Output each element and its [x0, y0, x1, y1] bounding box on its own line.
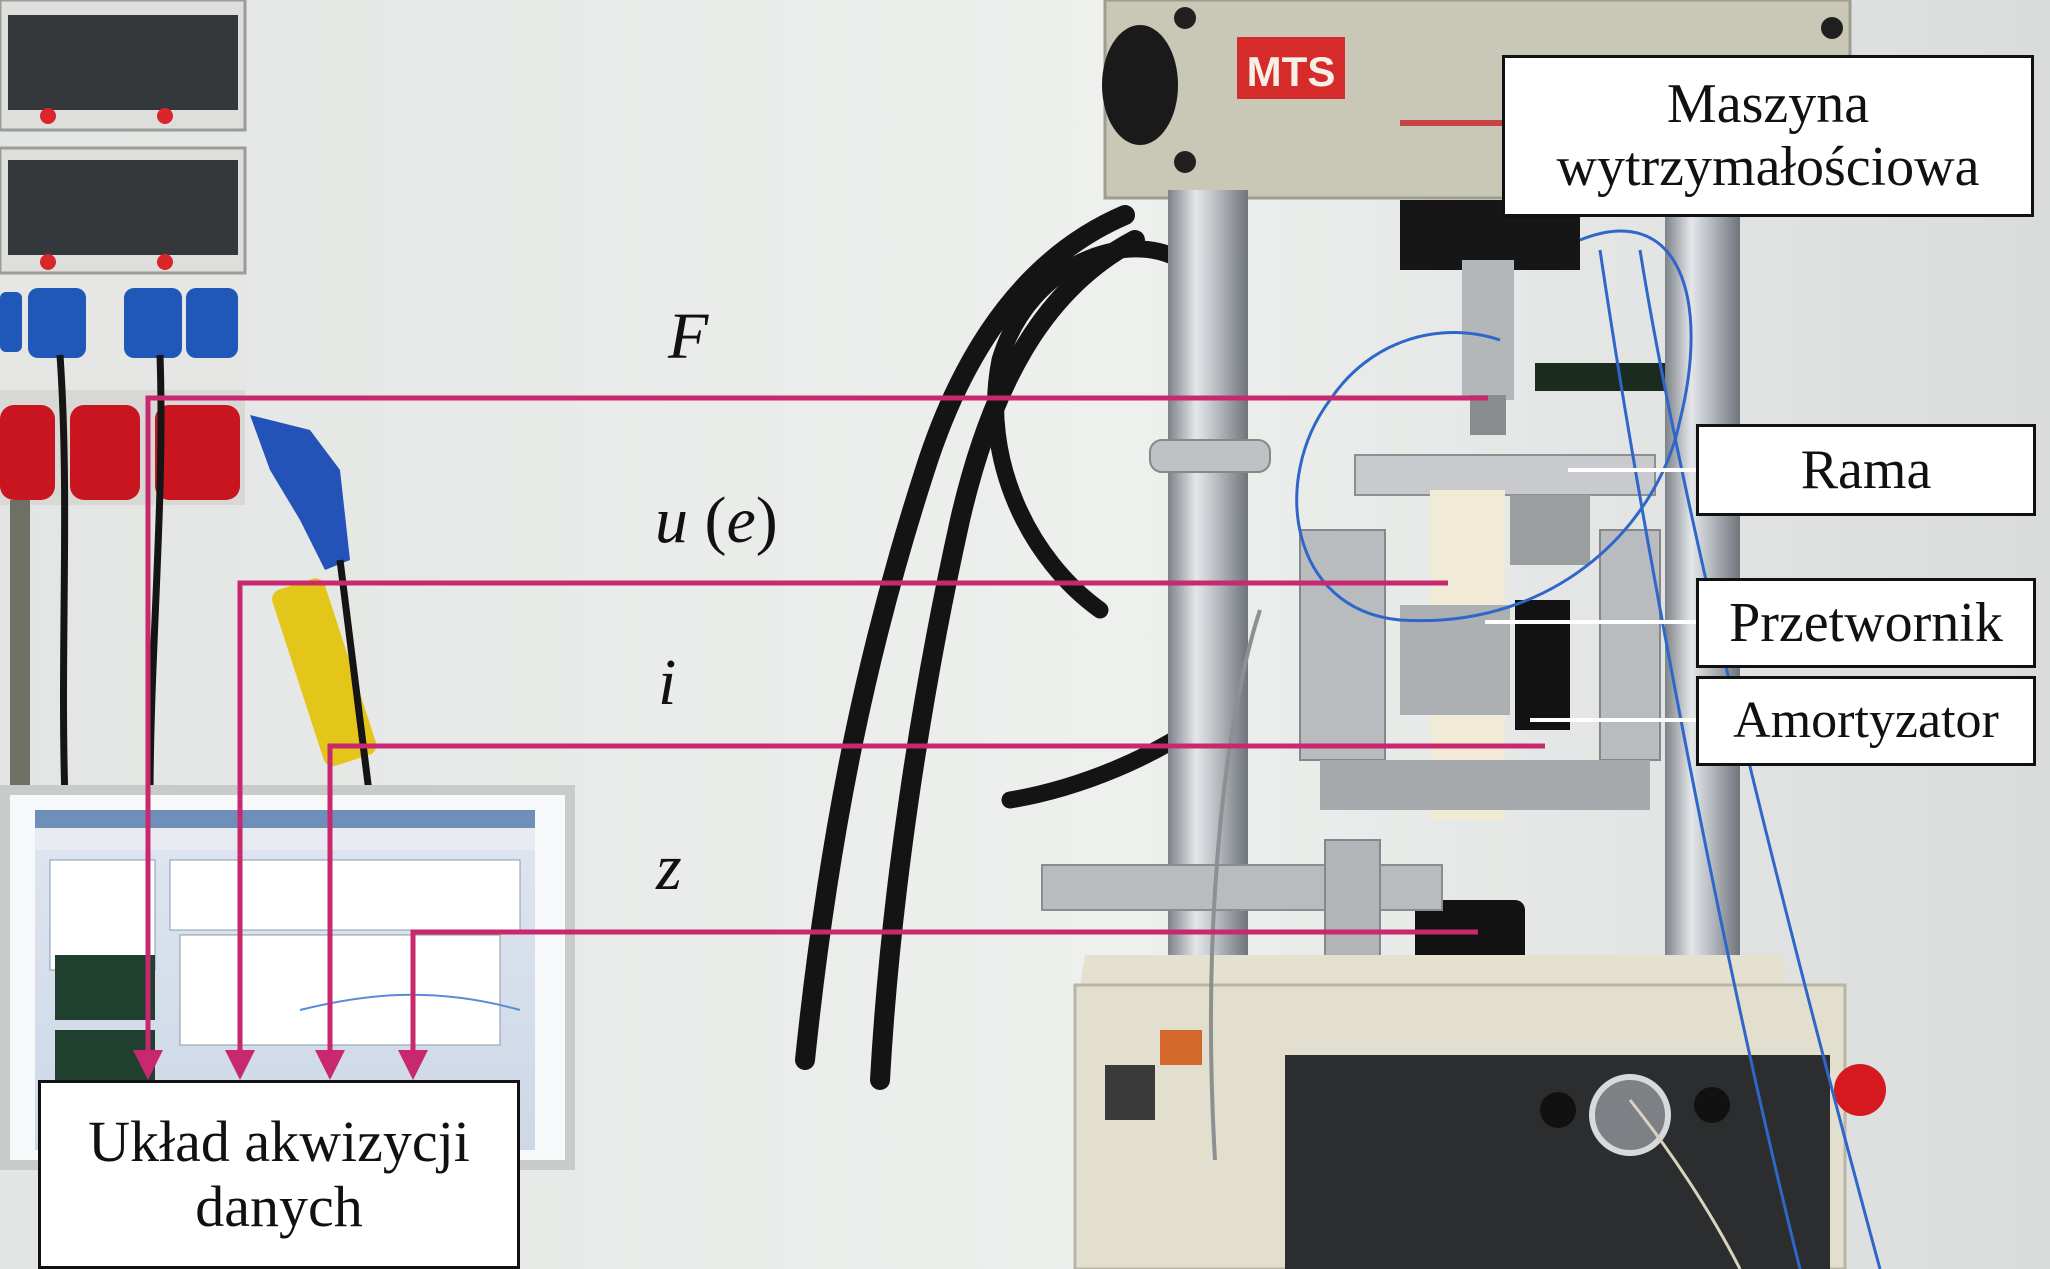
- signal-lines: [145, 395, 1545, 1065]
- displacement-signal-label: u (e): [655, 488, 778, 554]
- data-acquisition-label: Układ akwizycji danych: [38, 1080, 520, 1269]
- testing-machine-label-line-2: wytrzymałościowa: [1556, 136, 1980, 198]
- displacement-symbol: u: [655, 484, 688, 557]
- position-signal-label: z: [656, 835, 682, 901]
- transducer-label: Przetwornik: [1696, 578, 2036, 668]
- current-signal-line: [327, 743, 1545, 1065]
- current-signal-label: i: [658, 650, 676, 716]
- damper-label-text: Amortyzator: [1733, 691, 1999, 749]
- data-acquisition-label-line-1: Układ akwizycji: [88, 1108, 470, 1174]
- displacement-paren-close: ): [755, 484, 778, 557]
- frame-label: Rama: [1696, 424, 2036, 516]
- mts-logo-text: MTS: [1247, 48, 1336, 95]
- displacement-paren-open: (: [704, 484, 727, 557]
- mts-logo-badge: [1237, 37, 1345, 99]
- displacement-arrowhead: [225, 1050, 255, 1080]
- displacement-alt-symbol: e: [726, 484, 756, 557]
- force-arrowhead: [133, 1050, 163, 1080]
- transducer-label-text: Przetwornik: [1729, 591, 2003, 654]
- frame-label-text: Rama: [1800, 438, 1932, 501]
- force-signal-label: F: [668, 304, 708, 370]
- position-symbol: z: [656, 831, 682, 904]
- position-signal-line: [410, 929, 1478, 1065]
- testing-machine-label: Maszyna wytrzymałościowa: [1502, 55, 2034, 217]
- force-symbol: F: [668, 300, 709, 373]
- position-arrowhead: [398, 1050, 428, 1080]
- testing-machine: [1041, 0, 1886, 1269]
- label-leader-lines: [1485, 468, 1698, 722]
- electrical-cabinet: [0, 0, 377, 810]
- current-arrowhead: [315, 1050, 345, 1080]
- current-symbol: i: [658, 646, 677, 719]
- displacement-signal-line: [237, 580, 1448, 1065]
- testing-machine-label-line-1: Maszyna: [1666, 73, 1870, 136]
- data-acquisition-label-line-2: danych: [195, 1173, 363, 1239]
- damper-label: Amortyzator: [1696, 676, 2036, 766]
- force-signal-line: [145, 395, 1488, 1065]
- signal-arrowheads: [133, 1050, 428, 1080]
